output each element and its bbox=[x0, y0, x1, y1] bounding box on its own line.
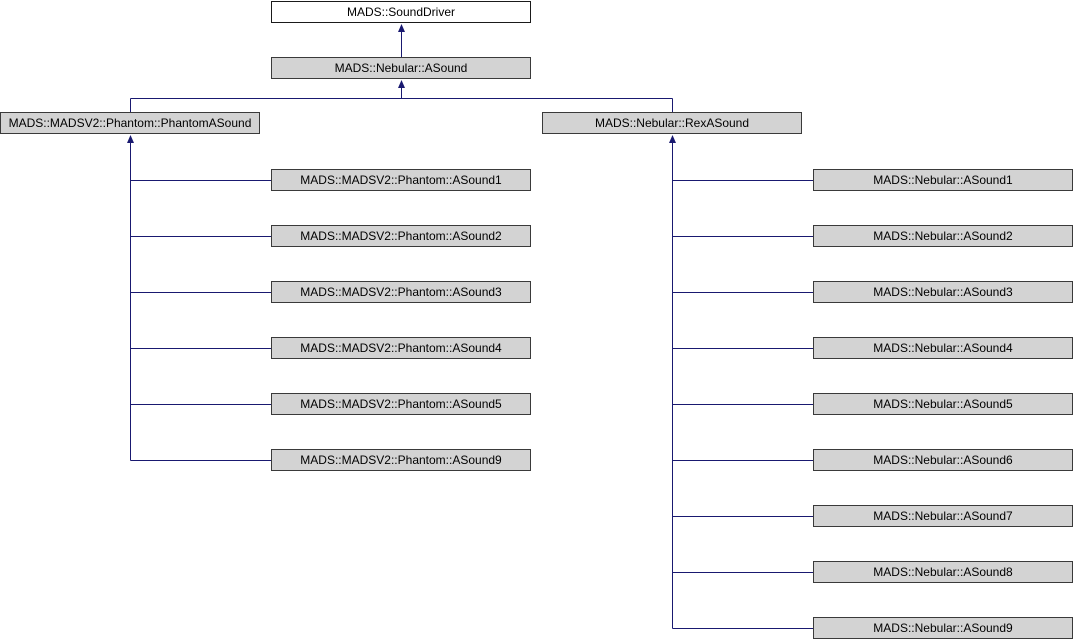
class-node-phantom-asound4[interactable]: MADS::MADSV2::Phantom::ASound4 bbox=[271, 337, 531, 359]
arrowhead-up-icon bbox=[398, 80, 405, 88]
class-node-phantom-asound9[interactable]: MADS::MADSV2::Phantom::ASound9 bbox=[271, 449, 531, 471]
class-node-nebular-asound9[interactable]: MADS::Nebular::ASound9 bbox=[813, 617, 1073, 639]
class-node-nebular-asound2[interactable]: MADS::Nebular::ASound2 bbox=[813, 225, 1073, 247]
class-node-nebular-asound7[interactable]: MADS::Nebular::ASound7 bbox=[813, 505, 1073, 527]
arrowhead-up-icon bbox=[127, 135, 134, 143]
class-node-phantom-asound1[interactable]: MADS::MADSV2::Phantom::ASound1 bbox=[271, 169, 531, 191]
class-node-nebular-asound3[interactable]: MADS::Nebular::ASound3 bbox=[813, 281, 1073, 303]
class-node-phantom-asound[interactable]: MADS::MADSV2::Phantom::PhantomASound bbox=[0, 112, 260, 134]
arrowhead-up-icon bbox=[669, 135, 676, 143]
class-node-phantom-asound5[interactable]: MADS::MADSV2::Phantom::ASound5 bbox=[271, 393, 531, 415]
class-node-phantom-asound3[interactable]: MADS::MADSV2::Phantom::ASound3 bbox=[271, 281, 531, 303]
class-node-rex-asound[interactable]: MADS::Nebular::RexASound bbox=[542, 112, 802, 134]
class-node-nebular-asound8[interactable]: MADS::Nebular::ASound8 bbox=[813, 561, 1073, 583]
class-node-sounddriver[interactable]: MADS::SoundDriver bbox=[271, 1, 531, 23]
class-node-nebular-asound[interactable]: MADS::Nebular::ASound bbox=[271, 57, 531, 79]
class-node-nebular-asound4[interactable]: MADS::Nebular::ASound4 bbox=[813, 337, 1073, 359]
class-node-nebular-asound1[interactable]: MADS::Nebular::ASound1 bbox=[813, 169, 1073, 191]
class-node-nebular-asound5[interactable]: MADS::Nebular::ASound5 bbox=[813, 393, 1073, 415]
arrowhead-up-icon bbox=[398, 24, 405, 32]
class-node-phantom-asound2[interactable]: MADS::MADSV2::Phantom::ASound2 bbox=[271, 225, 531, 247]
class-node-nebular-asound6[interactable]: MADS::Nebular::ASound6 bbox=[813, 449, 1073, 471]
